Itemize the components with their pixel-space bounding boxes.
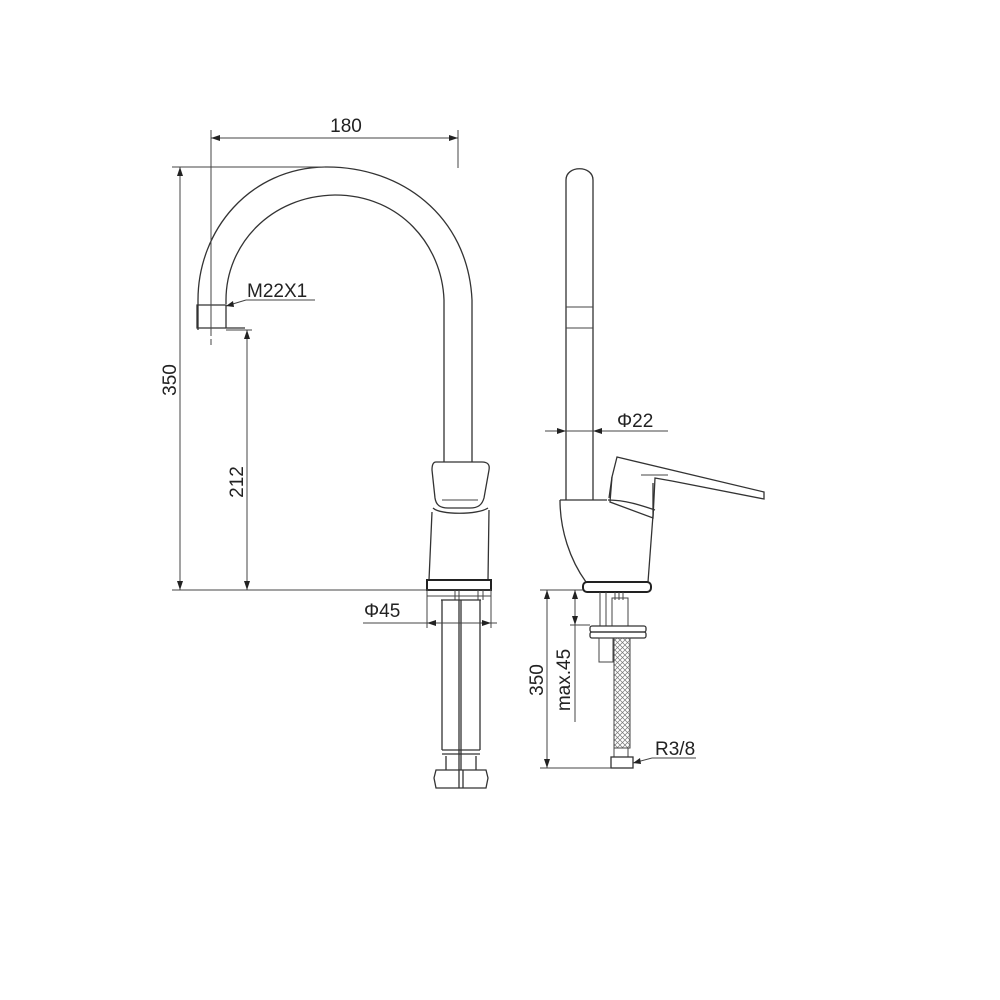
hose-nut-side bbox=[610, 756, 634, 769]
dim-spout-reach: 180 bbox=[330, 116, 362, 137]
dim-outlet-height: 212 bbox=[227, 466, 248, 498]
dim-base-diameter: Φ45 bbox=[364, 601, 400, 622]
front-view-dimensions: 180 350 212 M22X1 Φ45 bbox=[160, 116, 497, 628]
spout-inner-contour bbox=[225, 194, 445, 462]
spout-outer-contour bbox=[197, 166, 473, 462]
dim-outlet-thread: M22X1 bbox=[247, 281, 307, 302]
base-plate-side bbox=[582, 581, 652, 593]
braided-hose bbox=[613, 637, 631, 749]
spout-outlet bbox=[196, 304, 245, 329]
base-plate-front bbox=[426, 579, 492, 591]
dim-hose-length: 350 bbox=[527, 664, 548, 696]
faucet-body-front bbox=[428, 509, 490, 581]
dim-total-height: 350 bbox=[160, 364, 181, 396]
spout-side bbox=[565, 168, 594, 500]
lever-handle-front bbox=[431, 461, 490, 509]
faucet-body-side bbox=[559, 499, 654, 583]
side-view bbox=[559, 168, 765, 769]
hose-nut-front bbox=[433, 756, 489, 789]
side-view-dimensions: Φ22 350 max.45 R3/8 bbox=[527, 411, 696, 769]
lever-handle-side bbox=[609, 456, 765, 519]
dim-max-deck-thickness: max.45 bbox=[554, 649, 575, 711]
dim-spout-diameter: Φ22 bbox=[617, 411, 653, 432]
dim-hose-thread: R3/8 bbox=[655, 739, 695, 760]
